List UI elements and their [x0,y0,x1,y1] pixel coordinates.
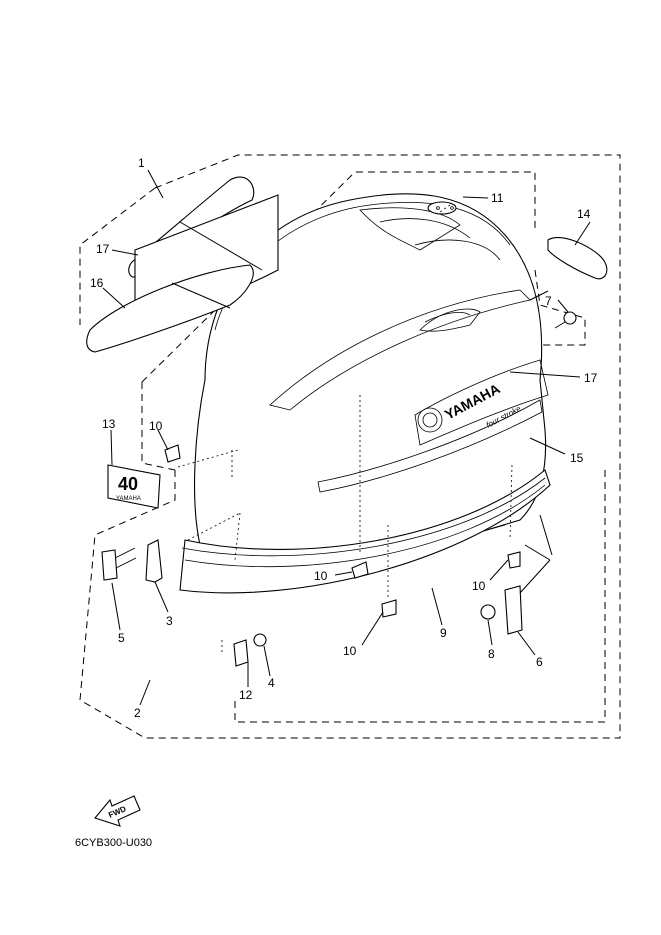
part-7-screw [554,311,577,329]
callout-16: 16 [90,276,104,290]
figure-code: 6CYB300-U030 [75,837,152,849]
callout-3: 3 [166,614,173,628]
fwd-arrow-icon: FWD [94,795,141,827]
callout-13: 13 [102,417,116,431]
apron [179,469,551,594]
dotted-alignment-lines [177,204,513,655]
callout-10-b: 10 [314,569,328,583]
callout-14: 14 [577,207,591,221]
callout-15: 15 [570,451,584,465]
badge-number: 40 [118,474,138,494]
callout-8: 8 [488,647,495,661]
callout-10-d: 10 [343,644,357,658]
callout-5: 5 [118,631,125,645]
part-14-plate [547,236,608,280]
callout-17-a: 17 [96,242,110,256]
part-12-bracket [233,639,249,667]
part-6-bracket [504,585,523,635]
part-13-badge: 40 YAMAHA [107,464,161,509]
badge-brand: YAMAHA [116,496,141,502]
part-8-nut [480,604,496,620]
callout-1: 1 [138,156,145,170]
leader-lines [102,169,591,706]
callout-12: 12 [239,688,253,702]
callout-10-c: 10 [472,579,486,593]
part-4-nut [253,633,267,647]
callout-11: 11 [491,191,504,205]
group-boundary-1 [79,154,621,470]
callout-17-b: 17 [584,371,598,385]
callout-2: 2 [134,706,141,720]
part-5-bolt [101,547,137,581]
part-10-holders [164,444,521,618]
part-16-plate [86,264,254,353]
callout-6: 6 [536,655,543,669]
callout-4: 4 [268,676,275,690]
callout-7: 7 [545,294,552,308]
callout-10-a: 10 [149,419,163,433]
part-3-bracket [145,539,163,583]
callout-9: 9 [440,626,447,640]
